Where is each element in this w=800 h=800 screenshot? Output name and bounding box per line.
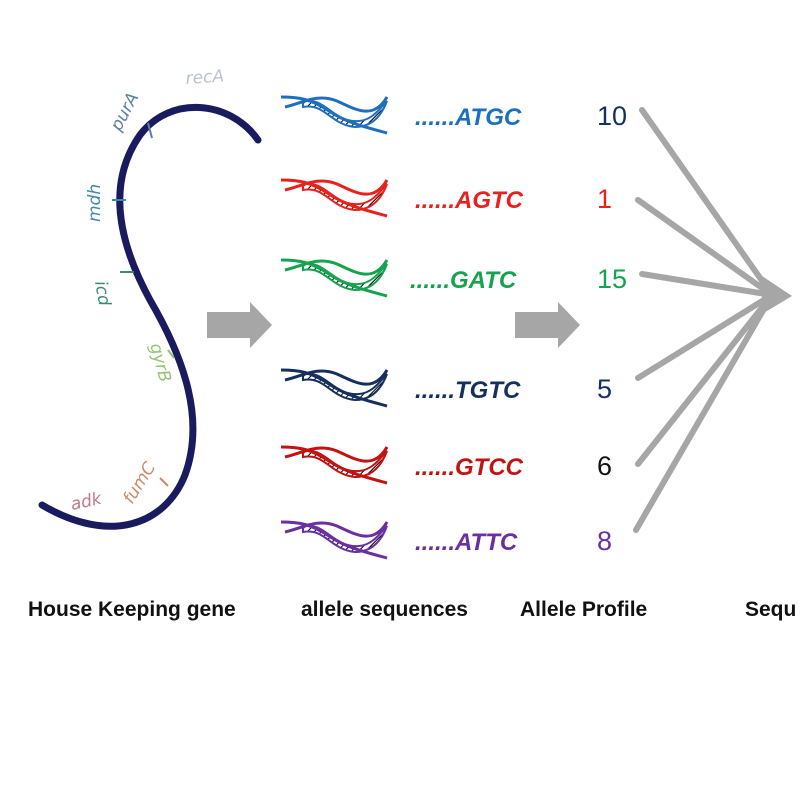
gene-label-icd: icd [90,279,114,307]
gene-tick-fumC [159,477,169,487]
caption-sequence-type: Sequ [745,598,796,621]
dna-helix-icon [280,445,389,485]
gene-label-fumC: fumC [119,459,160,508]
dna-helix-icon [280,178,389,218]
allele-number: 5 [597,374,612,404]
arrow-gene-to-alleles [207,302,272,348]
allele-number: 8 [597,526,612,556]
allele-number: 1 [597,184,612,214]
converge-arrow-line [635,292,775,467]
allele-row: ......ATGC 10 [280,95,627,135]
gene-label-recA: recA [185,66,225,89]
caption-profile: Allele Profile [520,598,647,621]
allele-rows: ......ATGC 10 ......AGTC 1 ......GATC 15.....… [280,95,627,560]
allele-row: ......GATC 15 [280,258,627,298]
allele-sequence: ......ATGC [415,104,522,131]
dna-helix-icon [280,258,389,298]
converge-arrow-line [635,292,775,381]
allele-row: ......AGTC 1 [280,178,612,218]
caption-gene: House Keeping gene [28,598,236,621]
converging-arrows [633,107,792,533]
captions: House Keeping gene allele sequences Alle… [28,598,796,621]
converge-arrow-line [639,271,775,298]
gene-label-adk: adk [69,489,105,515]
arrow-alleles-to-profile [515,302,580,348]
converge-arrow-line [639,107,775,298]
allele-number: 6 [597,451,612,481]
dna-helix-icon [280,520,389,560]
allele-number: 10 [597,101,627,131]
allele-sequence: ......GATC [410,267,517,294]
chromosome [38,103,262,530]
allele-sequence: ......TGTC [415,377,521,404]
gene-label-gyrB: gyrB [145,341,175,384]
gene-tick-purA [147,122,153,139]
converge-arrow-line [635,197,775,298]
caption-alleles: allele sequences [301,598,468,621]
gene-tick-gyrB [167,349,175,359]
flow-arrows [207,302,580,348]
gene-label-purA: purA [106,89,143,135]
gene-labels: purA mdh icd gyrB fumC adk recA [69,66,225,515]
allele-sequence: ......GTCC [415,454,524,481]
chromosome-curve [38,103,262,530]
allele-row: ......GTCC 6 [280,445,612,485]
allele-row: ......TGTC 5 [280,368,612,408]
allele-sequence: ......ATTC [415,529,518,556]
allele-row: ......ATTC 8 [280,520,612,560]
allele-sequence: ......AGTC [415,187,524,214]
converge-arrow-head [762,276,792,314]
allele-number: 15 [597,264,627,294]
gene-label-mdh: mdh [85,184,105,222]
converge-arrow-line [633,292,775,533]
dna-helix-icon [280,368,389,408]
dna-helix-icon [280,95,389,135]
